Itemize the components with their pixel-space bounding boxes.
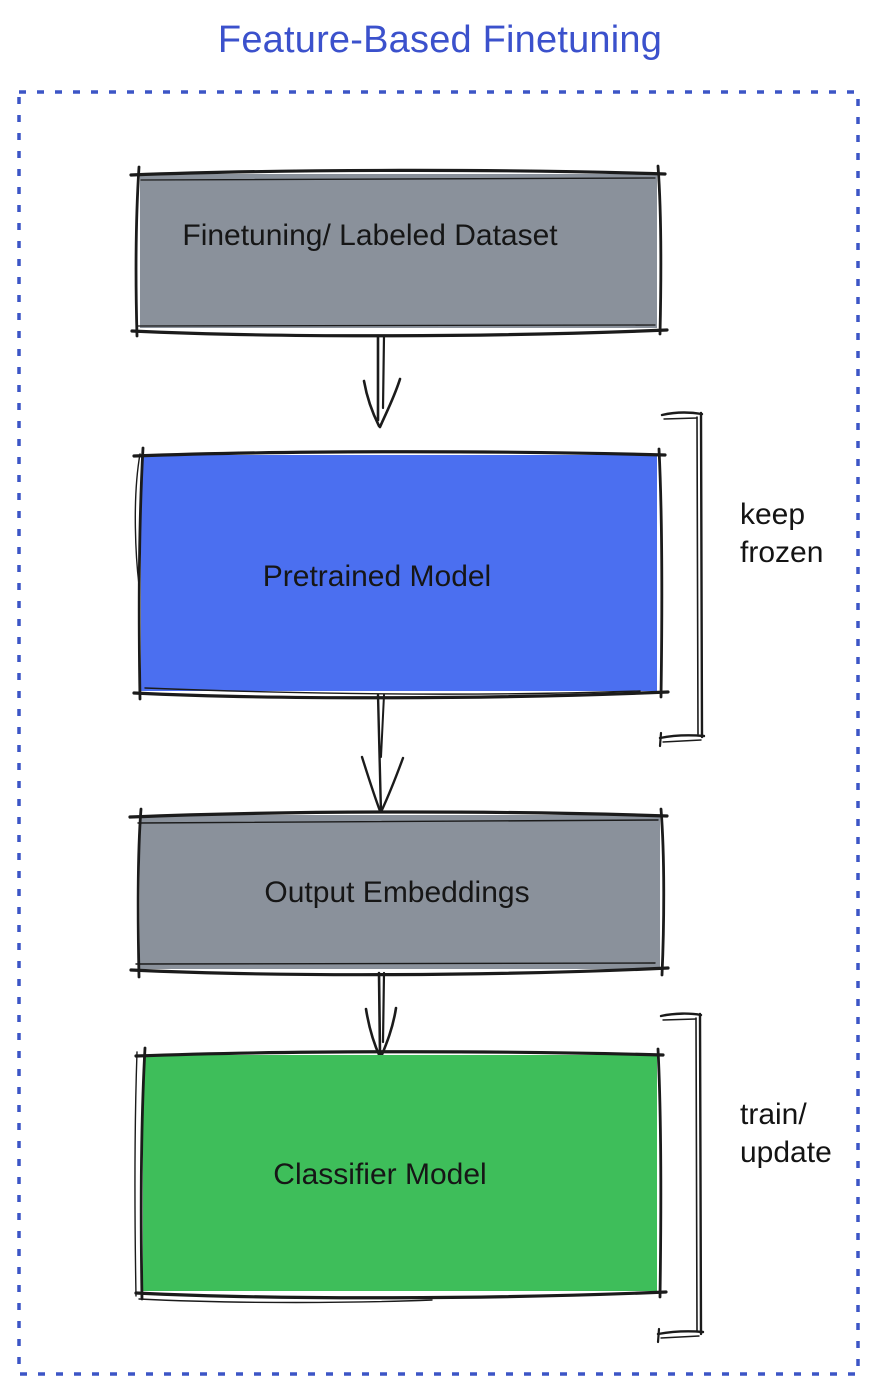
annotation-keep-frozen-line1: keep <box>740 498 806 531</box>
arrow-pretrained-to-embeddings <box>360 693 405 814</box>
node-label-dataset: Finetuning/ Labeled Dataset <box>182 219 558 252</box>
annotation-keep-frozen: keep frozen <box>740 496 823 572</box>
arrow-embeddings-to-classifier <box>364 971 398 1059</box>
node-classifier-box <box>134 1046 668 1304</box>
node-dataset-box <box>129 164 669 338</box>
bracket-keep-frozen <box>658 411 706 748</box>
node-pretrained-box <box>132 446 670 701</box>
node-label-classifier: Classifier Model <box>273 1158 487 1191</box>
node-classifier-fill <box>143 1055 657 1291</box>
arrow-dataset-to-pretrained <box>362 334 402 429</box>
node-embeddings-fill <box>140 815 660 969</box>
annotation-keep-frozen-line2: frozen <box>740 536 824 569</box>
node-dataset-fill <box>140 174 657 328</box>
node-label-pretrained: Pretrained Model <box>262 560 492 593</box>
diagram-title: Feature-Based Finetuning <box>217 19 663 61</box>
node-label-embeddings: Output Embeddings <box>264 876 530 909</box>
dotted-border <box>17 90 860 1376</box>
annotation-train-update: train/ update <box>740 1096 832 1172</box>
node-pretrained-fill <box>141 455 657 691</box>
bracket-train-update <box>656 1012 705 1344</box>
annotation-train-update-line2: update <box>740 1136 832 1169</box>
annotation-train-update-line1: train/ <box>740 1098 807 1131</box>
node-embeddings-box <box>128 807 670 979</box>
